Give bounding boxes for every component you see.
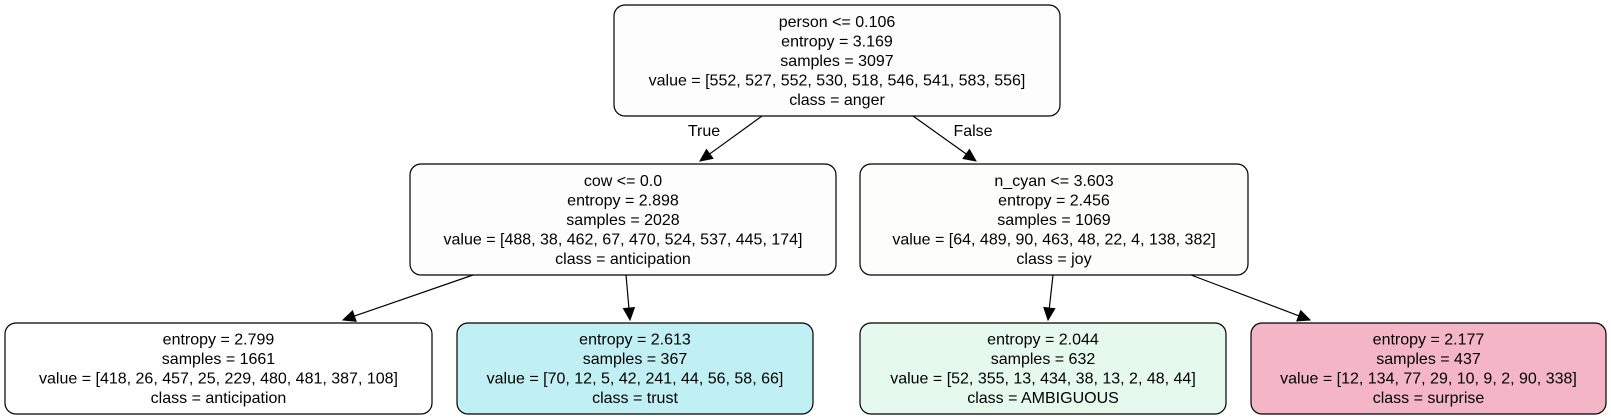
edge-label-false: False xyxy=(953,123,992,140)
node-line: class = joy xyxy=(1016,251,1091,268)
tree-node-left: cow <= 0.0 entropy = 2.898 samples = 2028 v… xyxy=(409,163,837,276)
node-line: samples = 1661 xyxy=(162,351,276,368)
node-line: cow <= 0.0 xyxy=(584,173,662,190)
node-line: value = [12, 134, 77, 29, 10, 9, 2, 90, … xyxy=(1280,371,1577,388)
node-line: samples = 2028 xyxy=(566,212,680,229)
node-line: class = surprise xyxy=(1373,390,1485,407)
arrowhead-icon xyxy=(622,306,636,322)
arrowhead-icon xyxy=(699,148,714,162)
edge-root-left: True xyxy=(688,115,763,162)
edge-left-lr xyxy=(622,274,636,322)
edge-label-true: True xyxy=(688,123,720,140)
edge-line xyxy=(709,115,763,155)
node-line: entropy = 3.169 xyxy=(781,33,893,50)
node-line: value = [52, 355, 13, 434, 38, 13, 2, 48… xyxy=(890,371,1196,388)
edges-layer: True False xyxy=(341,115,1312,322)
node-line: entropy = 2.613 xyxy=(579,332,691,349)
node-box xyxy=(859,163,1249,276)
node-box xyxy=(1250,322,1607,415)
node-line: value = [64, 489, 90, 463, 48, 22, 4, 13… xyxy=(892,231,1215,248)
node-line: entropy = 2.799 xyxy=(163,332,275,349)
node-line: samples = 1069 xyxy=(997,212,1111,229)
node-line: entropy = 2.898 xyxy=(567,192,679,209)
node-line: value = [418, 26, 457, 25, 229, 480, 481… xyxy=(39,371,398,388)
edge-line xyxy=(1190,274,1299,317)
node-line: entropy = 2.177 xyxy=(1373,332,1485,349)
tree-node-ll: entropy = 2.799 samples = 1661 value = [41… xyxy=(4,322,433,415)
node-line: person <= 0.106 xyxy=(779,14,896,31)
node-line: samples = 437 xyxy=(1376,351,1481,368)
node-line: value = [70, 12, 5, 42, 241, 44, 56, 58,… xyxy=(487,371,784,388)
node-box xyxy=(859,322,1227,415)
arrowhead-icon xyxy=(1043,306,1056,322)
edge-line xyxy=(912,115,967,155)
node-line: samples = 632 xyxy=(991,351,1096,368)
node-line: class = anticipation xyxy=(555,251,691,268)
node-box xyxy=(456,322,814,415)
node-line: entropy = 2.456 xyxy=(998,192,1110,209)
edge-line xyxy=(354,274,474,317)
edge-right-rr xyxy=(1190,274,1312,322)
edge-line xyxy=(1048,274,1054,309)
edge-right-rl xyxy=(1043,274,1056,322)
node-line: samples = 3097 xyxy=(780,53,894,70)
node-line: class = anticipation xyxy=(151,390,287,407)
tree-node-lr: entropy = 2.613 samples = 367 value = [70,… xyxy=(456,322,814,415)
edge-root-right: False xyxy=(912,115,993,162)
node-line: class = anger xyxy=(789,92,885,109)
arrowhead-icon xyxy=(341,309,357,322)
node-line: samples = 367 xyxy=(583,351,688,368)
node-box xyxy=(613,4,1061,117)
node-box xyxy=(4,322,433,415)
tree-node-rr: entropy = 2.177 samples = 437 value = [12,… xyxy=(1250,322,1607,415)
arrowhead-icon xyxy=(962,148,977,162)
node-line: n_cyan <= 3.603 xyxy=(994,173,1113,190)
arrowhead-icon xyxy=(1296,309,1312,322)
nodes-layer: person <= 0.106 entropy = 3.169 samples = … xyxy=(4,4,1607,415)
node-box xyxy=(409,163,837,276)
tree-node-right: n_cyan <= 3.603 entropy = 2.456 samples = … xyxy=(859,163,1249,276)
node-line: value = [552, 527, 552, 530, 518, 546, 5… xyxy=(649,72,1026,89)
node-line: class = AMBIGUOUS xyxy=(967,390,1119,407)
node-line: value = [488, 38, 462, 67, 470, 524, 537… xyxy=(444,231,803,248)
node-line: class = trust xyxy=(592,390,678,407)
node-line: entropy = 2.044 xyxy=(987,332,1099,349)
edge-left-ll xyxy=(341,274,474,322)
tree-node-root: person <= 0.106 entropy = 3.169 samples = … xyxy=(613,4,1061,117)
edge-line xyxy=(625,274,630,309)
tree-node-rl: entropy = 2.044 samples = 632 value = [52,… xyxy=(859,322,1227,415)
